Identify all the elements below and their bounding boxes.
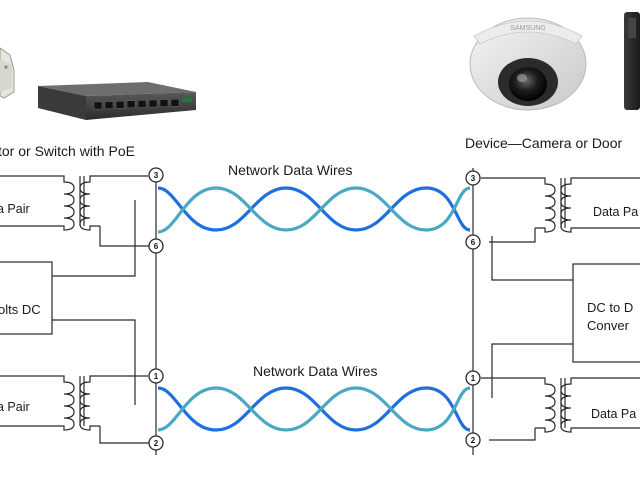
wires-top-label: Network Data Wires — [228, 162, 352, 178]
svg-text:3: 3 — [154, 171, 159, 180]
bottom-wire-teal — [157, 386, 471, 432]
wires-bottom-label: Network Data Wires — [253, 363, 377, 379]
bottom-wire-blue — [157, 386, 471, 432]
left-circuit: a Pair olts DC a Pair — [0, 168, 157, 455]
top-wire-teal — [157, 186, 471, 234]
top-twisted-pair — [157, 186, 471, 234]
left-pin-6: 6 — [148, 238, 164, 254]
svg-text:2: 2 — [471, 436, 476, 445]
door-reader-icon — [624, 12, 640, 110]
dome-camera-icon: SAMSUNG — [469, 17, 587, 111]
right-pin-1: 1 — [465, 370, 481, 386]
left-bottom-transformer — [0, 375, 150, 444]
top-wire-blue — [157, 186, 471, 232]
right-converter-box — [572, 263, 640, 363]
bottom-twisted-pair — [157, 386, 471, 432]
svg-text:SAMSUNG: SAMSUNG — [510, 25, 545, 32]
right-pin-2: 2 — [465, 432, 481, 448]
right-bottom-transformer — [481, 377, 640, 441]
left-pin-3: 3 — [148, 167, 164, 183]
left-power-wire-top — [52, 200, 136, 277]
poe-injector-icon — [0, 47, 15, 99]
left-top-pair-label: a Pair — [0, 202, 30, 216]
svg-text:6: 6 — [471, 238, 476, 247]
right-top-pair-label: Data Pa — [593, 205, 638, 219]
right-pin-3: 3 — [465, 170, 481, 186]
right-pin-6: 6 — [465, 234, 481, 250]
right-converter-line2: Conver — [587, 318, 630, 333]
right-circuit: Data Pa DC to D Conver Data Pa — [472, 168, 640, 455]
svg-text:1: 1 — [471, 374, 476, 383]
device-label: Device—Camera or Door — [465, 135, 622, 151]
right-top-transformer — [481, 177, 640, 243]
source-label: tor or Switch with PoE — [0, 143, 135, 159]
left-bottom-pair-label: a Pair — [0, 400, 30, 414]
svg-text:1: 1 — [154, 372, 159, 381]
left-pin-2: 2 — [148, 435, 164, 451]
right-bottom-pair-label: Data Pa — [591, 407, 636, 421]
right-power-wire-top — [491, 236, 573, 281]
svg-text:6: 6 — [154, 242, 159, 251]
network-switch-icon — [38, 82, 196, 120]
left-power-box — [0, 261, 53, 335]
left-power-wire-bottom — [52, 319, 136, 405]
left-pin-1: 1 — [148, 368, 164, 384]
right-power-wire-bottom — [491, 343, 573, 398]
left-power-label: olts DC — [0, 302, 41, 317]
right-converter-line1: DC to D — [587, 300, 633, 315]
svg-text:3: 3 — [471, 174, 476, 183]
svg-text:2: 2 — [154, 439, 159, 448]
left-top-transformer — [0, 175, 150, 247]
